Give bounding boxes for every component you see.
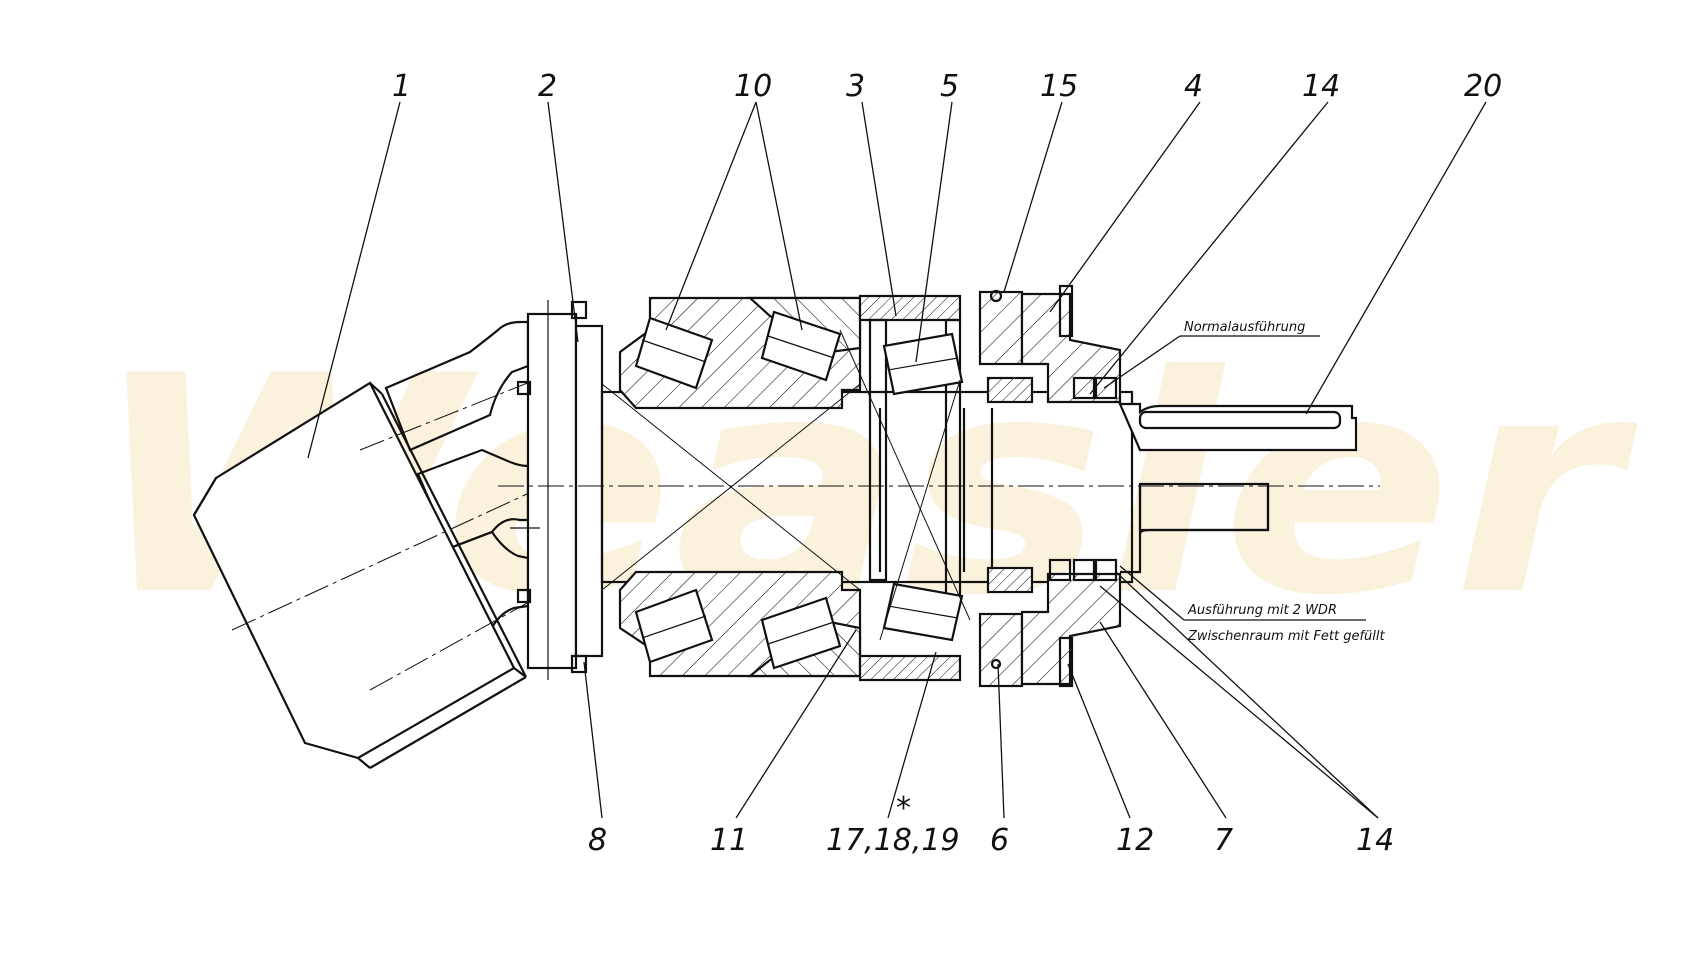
callout-14-top: 14 <box>1302 69 1340 104</box>
callout-1: 1 <box>392 69 411 104</box>
callout-6: 6 <box>990 823 1009 858</box>
callout-20: 20 <box>1464 69 1502 104</box>
callout-asterisk: * <box>896 791 911 826</box>
callout-8: 8 <box>588 823 607 858</box>
note-grease-filled: Zwischenraum mit Fett gefüllt <box>1187 629 1385 644</box>
leader-lines <box>307 101 1487 819</box>
callout-labels: 1 2 10 3 5 15 4 14 20 8 11 * 17,18,19 6 … <box>392 69 1502 858</box>
note-normal-version: Normalausführung <box>1184 320 1305 335</box>
callout-14-bottom: 14 <box>1356 823 1394 858</box>
note-two-wdr: Ausführung mit 2 WDR <box>1187 603 1337 618</box>
callout-5: 5 <box>940 69 959 104</box>
callout-3: 3 <box>846 69 865 104</box>
output-shaft <box>1118 402 1358 574</box>
callout-17-18-19: 17,18,19 <box>826 823 960 858</box>
callout-12: 12 <box>1116 823 1154 858</box>
callout-7: 7 <box>1214 823 1233 858</box>
tapered-roller-bearing-upper-left <box>634 316 714 390</box>
tapered-roller-bearing-lower-right <box>760 596 842 670</box>
motor-housing <box>192 320 567 769</box>
gearbox-housing <box>600 284 1134 688</box>
callout-11: 11 <box>710 823 748 858</box>
tapered-roller-bearing-lower-left <box>634 588 714 664</box>
tapered-roller-bearing-upper-right <box>760 310 842 382</box>
callout-4: 4 <box>1184 69 1203 104</box>
notes: Normalausführung Ausführung mit 2 WDR Zw… <box>1184 320 1385 644</box>
callout-15: 15 <box>1040 69 1078 104</box>
callout-2: 2 <box>538 69 557 104</box>
callout-10: 10 <box>734 69 772 104</box>
